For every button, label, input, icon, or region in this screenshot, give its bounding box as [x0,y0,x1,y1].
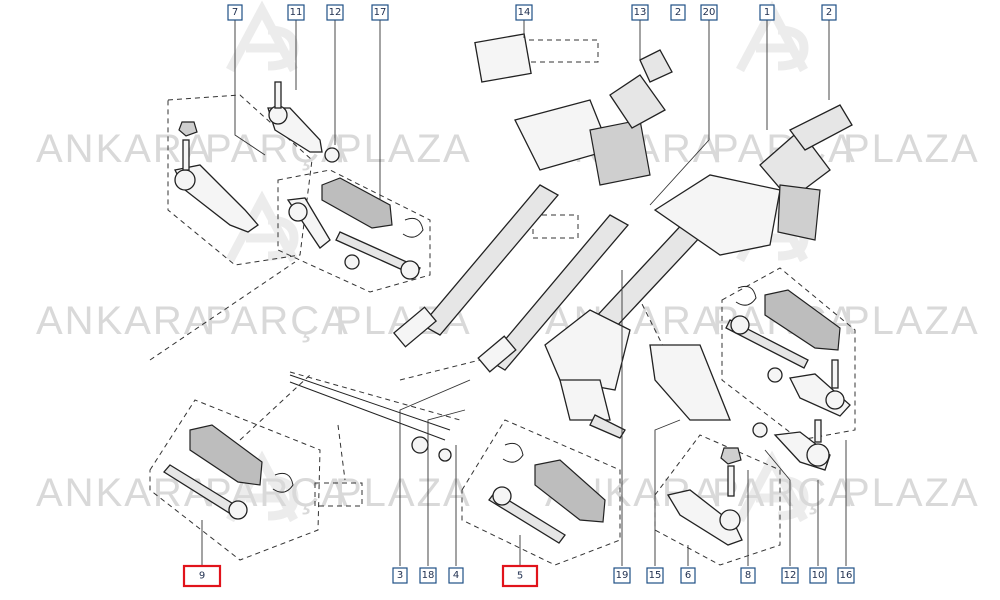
boot-kit-5 [488,442,606,544]
svg-text:20: 20 [703,7,716,18]
watermark-word-2f: PARÇA [712,471,857,515]
callout-12-bottom[interactable]: 12 [781,567,799,584]
boot-kit-16 [725,285,851,417]
watermark-word-2: PARÇA [205,127,350,171]
callout-11[interactable]: 11 [287,4,305,21]
watermark-word-1: ANKARA [36,127,213,171]
callout-2-b[interactable]: 2 [821,4,837,21]
svg-text:14: 14 [518,7,531,18]
watermark-word-3b: PLAZA [843,127,980,171]
callout-7[interactable]: 7 [227,4,243,21]
callout-18[interactable]: 18 [419,567,437,584]
callouts-top: 7 11 12 17 14 13 2 20 [227,4,837,21]
boot-kit-9 [163,424,294,520]
callout-9[interactable]: 9 [182,564,222,588]
svg-text:15: 15 [649,570,662,581]
svg-text:13: 13 [634,7,647,18]
callout-19[interactable]: 19 [613,567,631,584]
leader-lines [201,20,847,566]
callout-8[interactable]: 8 [740,567,756,584]
watermark-word-3: PLAZA [335,127,472,171]
callout-3[interactable]: 3 [392,567,408,584]
tie-rod-end-6 [666,447,743,546]
svg-text:2: 2 [675,7,681,18]
svg-text:12: 12 [329,7,342,18]
watermark-word-3e: PLAZA [335,471,472,515]
watermark-layer: ANKARA PARÇA PLAZA ANKARA PARÇA PLAZA AN… [36,0,980,523]
intermediate-shaft [289,214,630,462]
callout-2-a[interactable]: 2 [670,4,686,21]
callout-10[interactable]: 10 [809,567,827,584]
svg-text:7: 7 [232,7,238,18]
svg-text:18: 18 [422,570,435,581]
svg-text:4: 4 [453,570,459,581]
svg-text:9: 9 [199,571,205,582]
watermark-word-3f: PLAZA [843,471,980,515]
ap-monogram-icon [226,0,809,523]
tie-rod-end-top-left [174,121,259,233]
steering-column-right [544,104,853,421]
tie-rod-end-11 [267,81,340,163]
callout-5[interactable]: 5 [501,564,539,588]
callouts-bottom: 9 3 18 4 5 19 15 6 [182,564,855,588]
callout-16[interactable]: 16 [837,567,855,584]
callout-20[interactable]: 20 [700,4,718,21]
watermark-word-3d: PLAZA [843,299,980,343]
tie-rod-end-10 [752,419,831,471]
svg-text:19: 19 [616,570,629,581]
callout-13[interactable]: 13 [631,4,649,21]
svg-text:3: 3 [397,570,403,581]
callout-14[interactable]: 14 [515,4,533,21]
callout-15[interactable]: 15 [646,567,664,584]
svg-text:1: 1 [764,7,770,18]
callout-6[interactable]: 6 [680,567,696,584]
watermark-word-2c: PARÇA [205,299,350,343]
svg-text:17: 17 [374,7,387,18]
boot-kit-17 [286,177,424,280]
svg-text:5: 5 [517,571,523,582]
watermark-word-1c: ANKARA [36,299,213,343]
svg-text:12: 12 [784,570,797,581]
svg-text:10: 10 [812,570,825,581]
svg-text:2: 2 [826,7,832,18]
callout-12-top[interactable]: 12 [326,4,344,21]
steering-column-left [392,33,673,348]
callout-4[interactable]: 4 [448,567,464,584]
svg-text:11: 11 [290,7,303,18]
svg-text:6: 6 [685,570,691,581]
callout-17[interactable]: 17 [371,4,389,21]
svg-text:16: 16 [840,570,853,581]
callout-1[interactable]: 1 [759,4,775,21]
svg-text:8: 8 [745,570,751,581]
